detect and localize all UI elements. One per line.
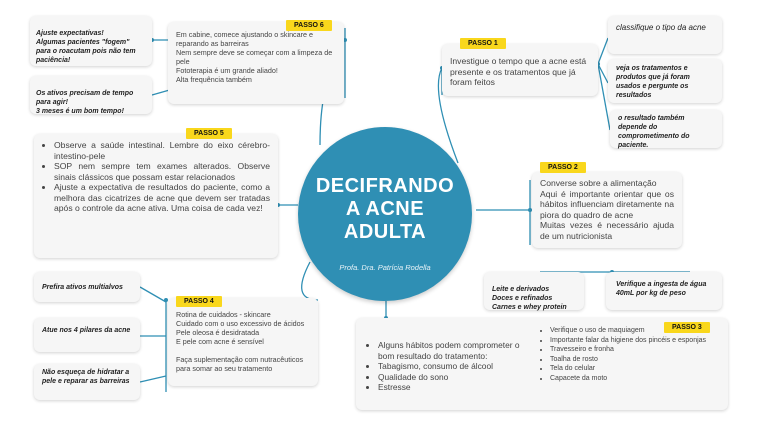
passo6-note-2: Os ativos precisam de tempo para agir! 3… [30,76,152,115]
passo6-card: Em cabine, comece ajustando o skincare e… [168,22,344,104]
passo3-left-list: Alguns hábitos podem comprometer o bom r… [366,340,536,393]
passo6-tag: PASSO 6 [286,20,332,31]
passo5-tag: PASSO 5 [186,128,232,139]
passo3-right-list: Verifique o uso de maquiagem Importante … [538,326,714,383]
center-author: Profa. Dra. Patrícia Rodella [339,263,431,272]
passo5-card: Observe a saúde intestinal. Lembre do ei… [34,134,278,258]
passo1-note-2: veja os tratamentos e produtos que já fo… [608,59,722,103]
passo4-tag: PASSO 4 [176,296,222,307]
passo4-note-1: Prefira ativos multialvos [34,272,140,302]
passo1-card: Investigue o tempo que a acne está prese… [442,44,598,96]
passo1-text: Investigue o tempo que a acne está prese… [450,56,587,87]
passo3-card: Alguns hábitos podem comprometer o bom r… [356,318,728,410]
center-title: DECIFRANDO A ACNE ADULTA [315,175,455,243]
passo5-list: Observe a saúde intestinal. Lembre do ei… [42,140,270,214]
passo4-note-2: Atue nos 4 pilares da acne [34,318,140,352]
passo1-note-1: classifique o tipo da acne [608,16,722,54]
passo6-note-1: Ajuste expectativas! Algumas pacientes "… [30,16,152,66]
center-circle: DECIFRANDO A ACNE ADULTA Profa. Dra. Pat… [298,127,472,301]
passo4-card: Rotina de cuidados - skincare Cuidado co… [168,298,318,386]
passo2-note-1: Leite e derivados Doces e refinados Carn… [484,272,584,311]
passo1-tag: PASSO 1 [460,38,506,49]
passo1-note-3: o resultado também depende do comprometi… [610,110,722,149]
passo2-card: Converse sobre a alimentação Aqui é impo… [532,172,682,248]
passo2-note-2: Verifique a ingesta de água 40mL por kg … [606,272,722,310]
passo4-note-3: Não esqueça de hidratar a pele e reparar… [34,364,140,400]
passo3-tag: PASSO 3 [664,322,710,333]
passo2-tag: PASSO 2 [540,162,586,173]
